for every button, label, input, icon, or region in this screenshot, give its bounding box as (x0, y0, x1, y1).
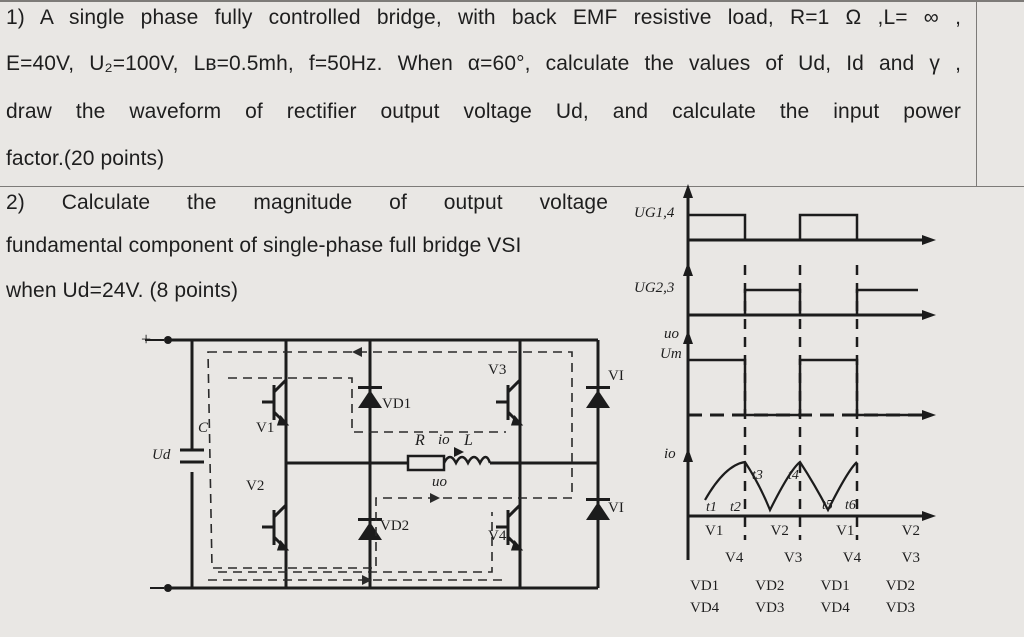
cond-row2-item: V4 (842, 550, 862, 566)
ug23-label: UG2,3 (634, 280, 675, 296)
t1-label: t1 (706, 500, 717, 515)
q2-line-2: fundamental component of single-phase fu… (6, 234, 522, 257)
axis-arrow-ug23-icon (683, 262, 693, 276)
cond-row4-item: VD4 (820, 600, 850, 616)
minus-terminal (164, 584, 172, 592)
t2-label: t2 (730, 500, 741, 515)
igbt-v2-icon (262, 503, 290, 551)
q1-line-2: E=40V, U₂=100V, Lʙ=0.5mh, f=50Hz. When α… (6, 52, 961, 75)
uo-label: uo (432, 474, 447, 490)
diode-vd2-icon (358, 518, 382, 540)
ud-label: Ud (152, 447, 171, 463)
v1-label: V1 (256, 420, 275, 436)
diode-right-bottom-icon (586, 498, 610, 520)
diode-right-top-icon (586, 386, 610, 408)
cond-row1-item: V2 (770, 523, 789, 539)
table-border-right (976, 0, 977, 186)
q2-line-1: 2) Calculate the magnitude of output vol… (6, 191, 608, 214)
cond-row1-item: V2 (901, 523, 920, 539)
q1-line-1: 1) A single phase fully controlled bridg… (6, 6, 961, 29)
t6-label: t6 (845, 498, 856, 513)
t3-label: t3 (752, 468, 763, 483)
cond-row4-item: VD3 (885, 600, 915, 616)
cap-label: C (198, 420, 209, 436)
q1-line-3: draw the waveform of rectifier output vo… (6, 100, 961, 123)
v2-label: V2 (246, 478, 265, 494)
l-label: L (464, 432, 473, 449)
cond-row1-item: V1 (836, 523, 855, 539)
cond-row-2: V4 V3 V4 V3 (725, 550, 920, 567)
uo-waveform (688, 358, 918, 417)
cond-row1-item: V1 (705, 523, 724, 539)
cond-row3-item: VD2 (885, 578, 915, 594)
cond-row-1: V1 V2 V1 V2 (705, 523, 920, 540)
axis-arrow-io-icon (683, 448, 693, 462)
r-label: R (415, 432, 425, 449)
vd3-label: VI (608, 368, 624, 384)
t4-label: t4 (788, 468, 799, 483)
um-label: Um (660, 346, 682, 362)
cond-row3-item: VD2 (755, 578, 785, 594)
cond-row-3: VD1 VD2 VD1 VD2 (690, 578, 915, 595)
plus-terminal (164, 336, 172, 344)
cond-row-4: VD4 VD3 VD4 VD3 (690, 600, 915, 617)
axis-arrow-uo-icon (683, 330, 693, 344)
v3-label: V3 (488, 362, 507, 378)
vd2-label: VD2 (380, 518, 410, 534)
table-border-top (0, 0, 1024, 2)
cond-row2-item: V3 (901, 550, 920, 566)
io-waveform (704, 460, 858, 513)
vd1-label: VD1 (382, 396, 412, 412)
q1-line-4: factor.(20 points) (6, 147, 165, 170)
ug23-waveform (688, 288, 918, 317)
t5-label: t5 (822, 498, 833, 513)
cond-row2-item: V4 (725, 550, 744, 566)
resistor-icon (406, 454, 446, 472)
diode-vd1-icon (358, 386, 382, 408)
ug14-waveform (688, 213, 918, 242)
vd4-label: VI (608, 500, 624, 516)
uo-wave-label: uo (664, 326, 679, 342)
igbt-v1-icon (262, 378, 290, 426)
io-arrow-icon (454, 447, 464, 457)
q2-line-3: when Ud=24V. (8 points) (6, 279, 239, 302)
cond-row4-item: VD3 (755, 600, 785, 616)
cond-row3-item: VD1 (690, 578, 720, 594)
plus-label: + (141, 329, 152, 349)
table-divider (0, 186, 1024, 187)
cond-row4-item: VD4 (690, 600, 720, 616)
igbt-v3-icon (496, 378, 524, 426)
v4-label: V4 (488, 528, 507, 544)
cond-row3-item: VD1 (820, 578, 850, 594)
io-label: io (438, 432, 450, 448)
io-wave-label: io (664, 446, 676, 462)
inductor-icon (442, 455, 492, 466)
cond-row2-item: V3 (783, 550, 803, 566)
ug14-label: UG1,4 (634, 205, 675, 221)
